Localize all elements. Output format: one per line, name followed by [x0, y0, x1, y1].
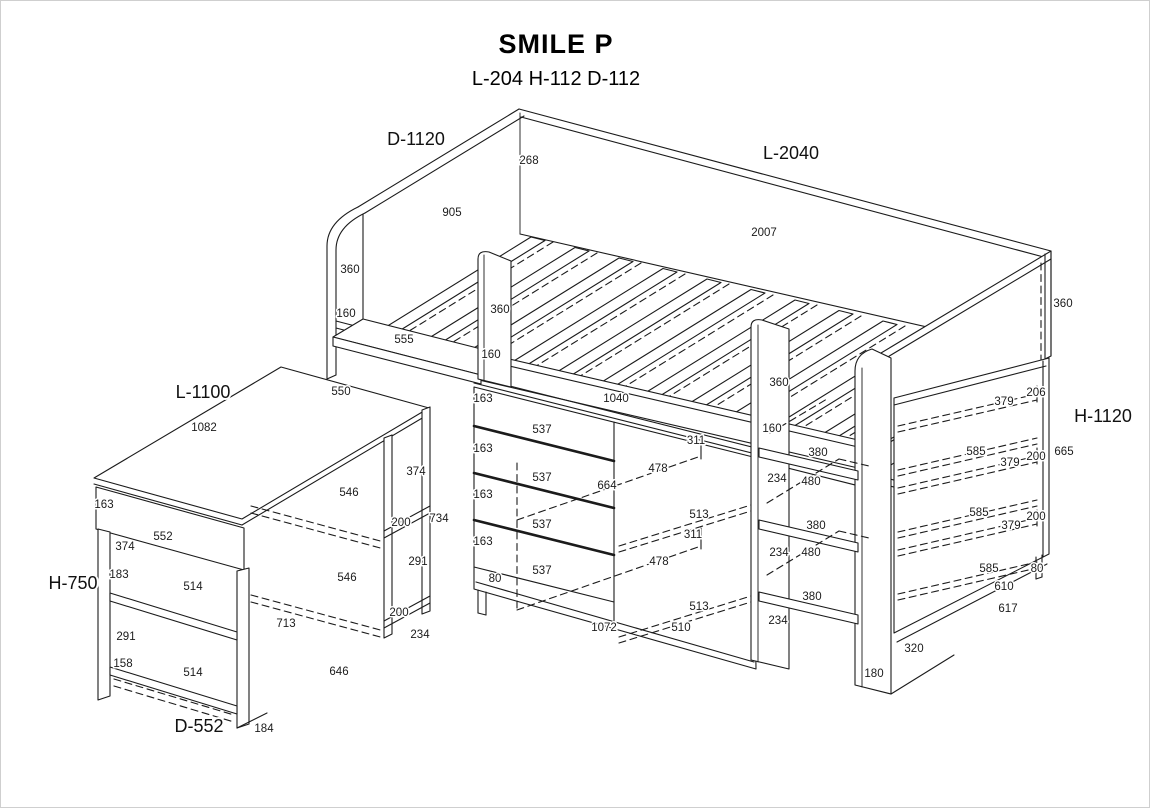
dim-label: 380: [808, 447, 827, 459]
dim-label: 180: [864, 668, 883, 680]
dim-label: 905: [442, 207, 461, 219]
dim-label: 552: [153, 531, 172, 543]
dim-label: 1040: [603, 393, 629, 405]
dim-label: 1082: [191, 422, 217, 434]
dim-label: 480: [801, 476, 820, 488]
dim-label: 713: [276, 618, 295, 630]
dim-label: 379: [994, 396, 1013, 408]
dim-label: 546: [337, 572, 356, 584]
dim-label: 360: [769, 377, 788, 389]
side-shelf-unit: [893, 357, 1050, 643]
ladder-shelves: [758, 398, 870, 625]
dim-label: 158: [113, 658, 132, 670]
dim-label: 537: [532, 424, 551, 436]
drawing-title: SMILE P: [498, 29, 613, 59]
dim-label: 160: [336, 308, 355, 320]
dim-label: 291: [116, 631, 135, 643]
dim-label: 480: [801, 547, 820, 559]
dim-label: 664: [597, 480, 617, 492]
dim-label: 291: [408, 556, 427, 568]
dim-label: 163: [94, 499, 113, 511]
dim-label: 510: [671, 622, 690, 634]
dim-label: 184: [254, 723, 274, 735]
label-desk-length: L-1100: [176, 382, 231, 402]
dim-label: 1072: [591, 622, 617, 634]
dim-label: 163: [473, 489, 492, 501]
dim-label: 585: [979, 563, 998, 575]
dim-label: 374: [406, 466, 426, 478]
dim-label: 665: [1054, 446, 1073, 458]
dim-label: 379: [1001, 520, 1020, 532]
dim-label: 311: [687, 435, 705, 447]
dim-label: 80: [489, 573, 502, 585]
dim-label: 379: [1000, 457, 1019, 469]
label-bed-depth: D-1120: [387, 129, 445, 149]
dim-label: 160: [481, 349, 500, 361]
dim-label: 160: [762, 423, 781, 435]
dim-label: 320: [904, 643, 923, 655]
dim-label: 206: [1026, 387, 1045, 399]
dim-label: 734: [429, 513, 449, 525]
dim-label: 514: [183, 581, 203, 593]
bed-frame: [326, 108, 1052, 380]
label-desk-height: H-750: [48, 573, 97, 593]
dim-label: 514: [183, 667, 203, 679]
dim-label: 374: [115, 541, 135, 553]
dimension-labels: 268 905 2007 360 160 555 550 360 160 360…: [93, 154, 1075, 737]
dim-label: 234: [769, 547, 789, 559]
dim-label: 200: [1026, 451, 1045, 463]
dim-label: 183: [109, 569, 128, 581]
dim-label: 163: [473, 393, 492, 405]
dim-label: 360: [490, 304, 509, 316]
dim-label: 380: [806, 520, 825, 532]
dim-label: 513: [689, 601, 708, 613]
label-shelf-unit-height: H-1120: [1074, 406, 1132, 426]
dim-label: 2007: [751, 227, 777, 239]
left-front-shelf: [332, 318, 502, 385]
dim-label: 537: [532, 519, 551, 531]
dim-label: 546: [339, 487, 358, 499]
dim-label: 200: [1026, 511, 1045, 523]
support-posts: [477, 251, 955, 695]
desk: [93, 366, 431, 729]
dim-label: 537: [532, 472, 551, 484]
dim-label: 610: [994, 581, 1013, 593]
label-bed-length: L-2040: [763, 143, 819, 163]
drawer-unit: [472, 386, 757, 670]
dim-label: 478: [649, 556, 668, 568]
label-desk-depth: D-552: [174, 716, 223, 736]
dim-label: 360: [1053, 298, 1072, 310]
dim-label: 200: [389, 607, 408, 619]
dim-label: 380: [802, 591, 821, 603]
dim-label: 360: [340, 264, 359, 276]
dim-label: 513: [689, 509, 708, 521]
dim-label: 646: [329, 666, 348, 678]
dim-label: 585: [969, 507, 988, 519]
dim-label: 550: [331, 386, 350, 398]
dim-label: 268: [519, 155, 538, 167]
dim-label: 200: [391, 517, 410, 529]
dim-label: 311: [684, 529, 702, 541]
dim-label: 163: [473, 443, 492, 455]
dim-label: 234: [767, 473, 787, 485]
dim-label: 555: [394, 334, 413, 346]
dim-label: 478: [648, 463, 667, 475]
dim-label: 585: [966, 446, 985, 458]
dim-label: 234: [410, 629, 430, 641]
dim-label: 234: [768, 615, 788, 627]
dim-label: 163: [473, 536, 492, 548]
dim-label: 537: [532, 565, 551, 577]
drawing-subtitle: L-204 H-112 D-112: [472, 68, 640, 90]
dim-label: 617: [998, 603, 1017, 615]
dim-label: 80: [1031, 563, 1044, 575]
